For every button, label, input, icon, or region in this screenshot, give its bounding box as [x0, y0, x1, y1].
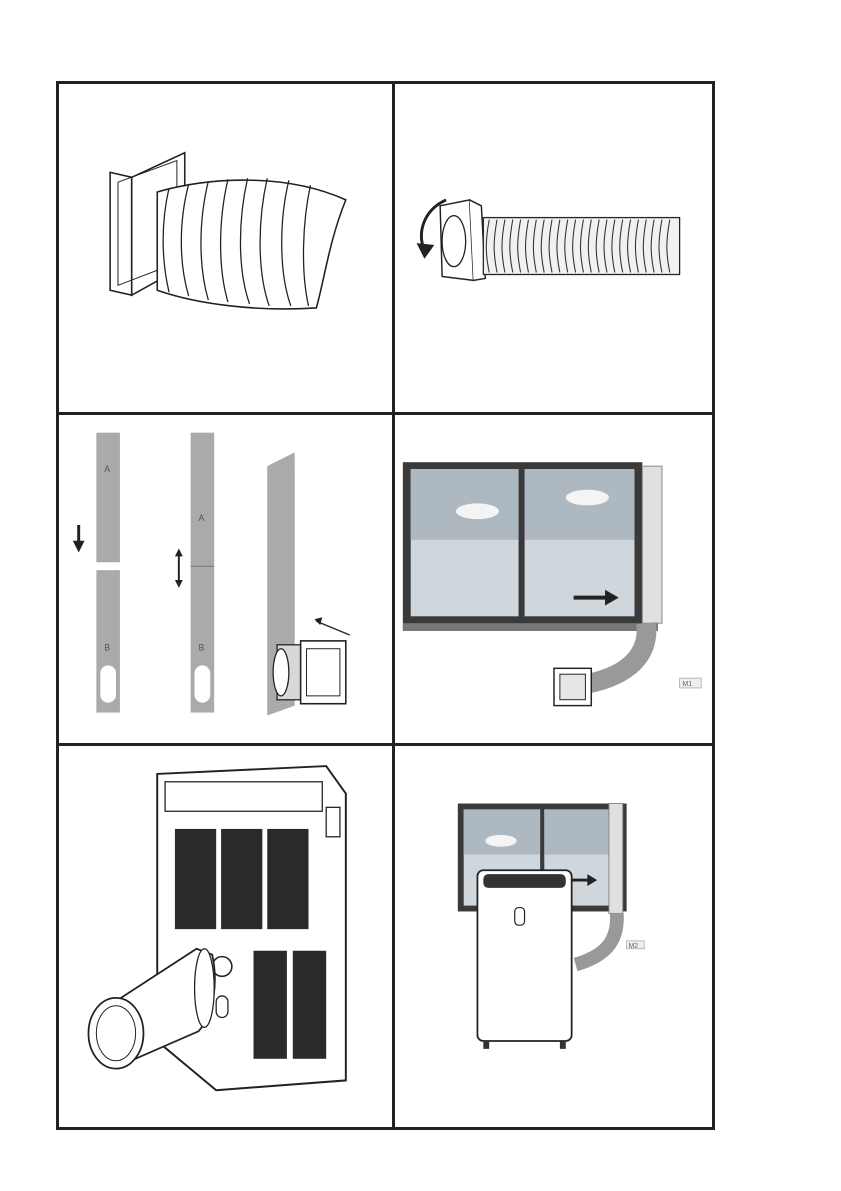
panel-window-installation: M1 [392, 412, 715, 746]
window-slider-kit-icon: A B A B [59, 415, 392, 743]
panel-hose-coupling [392, 81, 715, 415]
hose-coupling-rotate-icon [395, 84, 712, 412]
label-b2: B [198, 643, 204, 653]
illustration-grid: A B A B [56, 81, 715, 1130]
window-installation-icon: M1 [395, 415, 712, 743]
hose-wall-adapter-icon [59, 84, 392, 412]
unit-at-window-icon: M2 [395, 746, 712, 1127]
panel-unit-hose [56, 743, 395, 1130]
label-a2: A [198, 513, 204, 523]
label-b1: B [104, 643, 110, 653]
tag-m1: M1 [683, 681, 693, 688]
panel-window-slider: A B A B [56, 412, 395, 746]
tag-m2: M2 [629, 943, 639, 950]
unit-back-hose-icon [59, 746, 392, 1127]
panel-unit-window: M2 [392, 743, 715, 1130]
panel-hose-adapter [56, 81, 395, 415]
label-a1: A [104, 464, 110, 474]
